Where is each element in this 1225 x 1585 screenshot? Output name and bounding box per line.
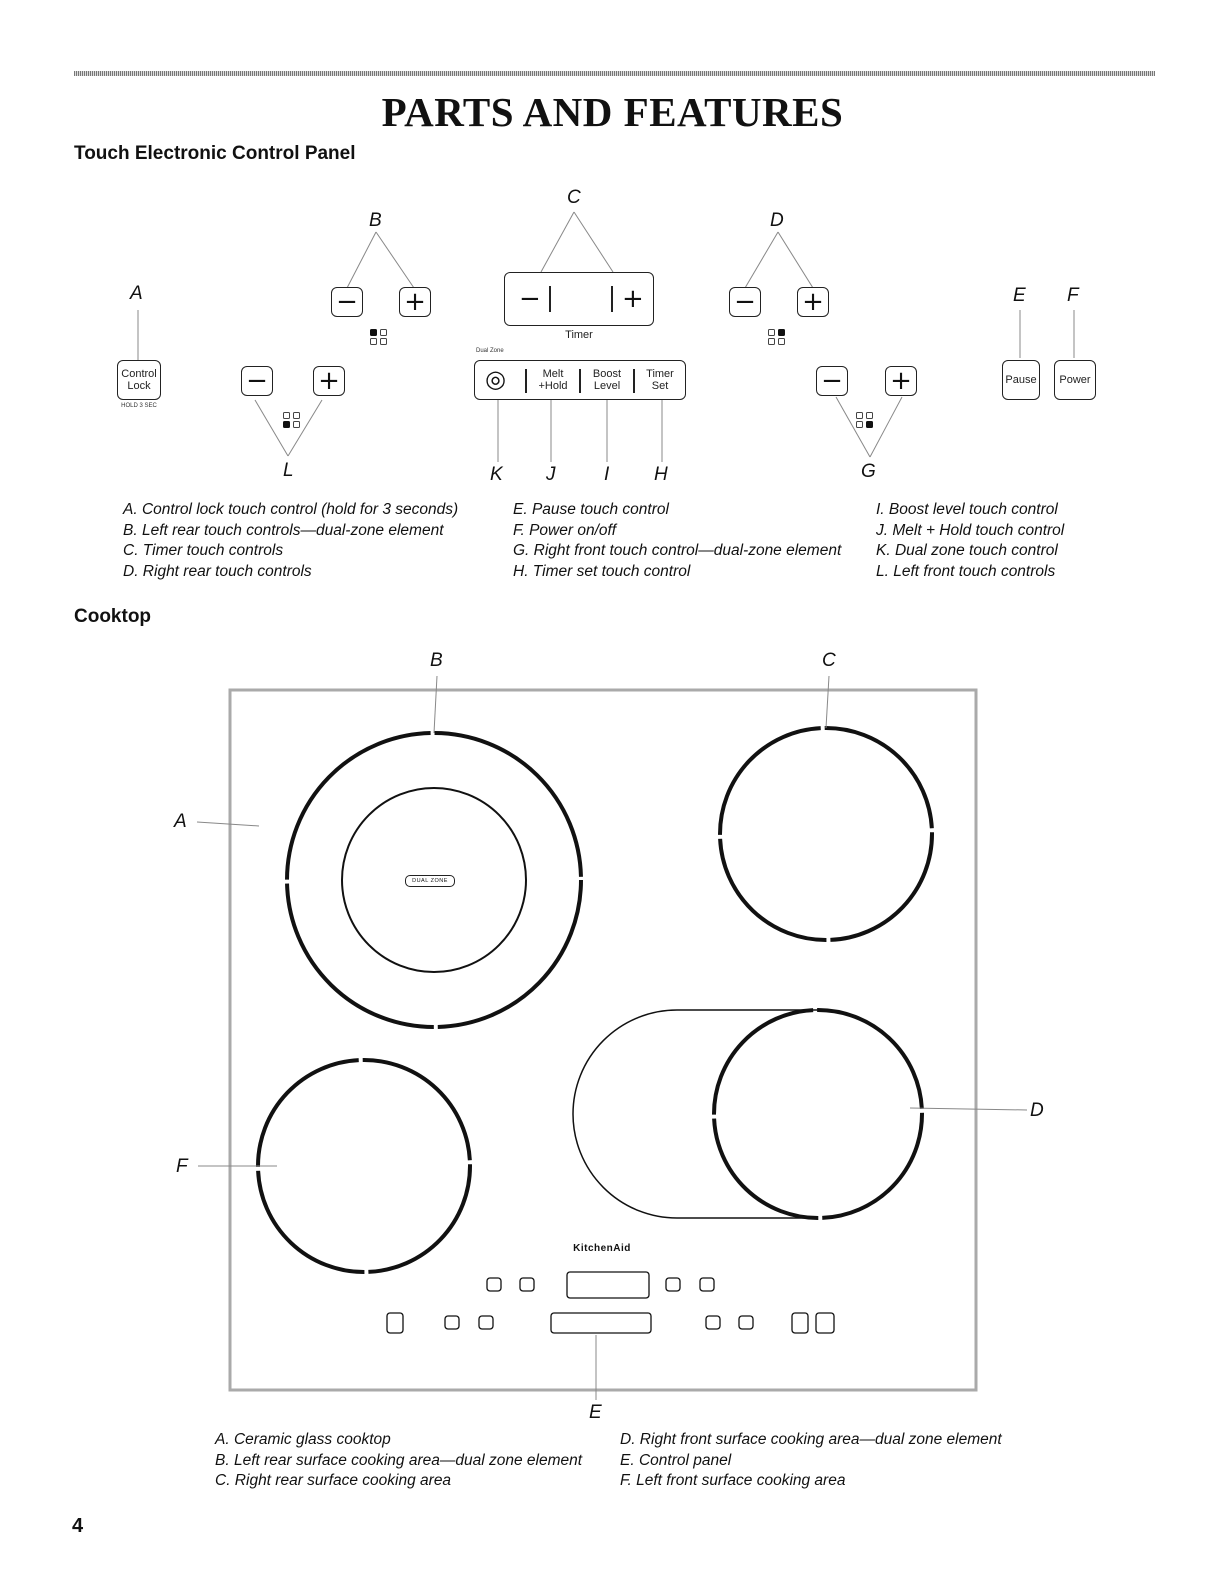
callout-i: I — [604, 464, 610, 485]
timer-minus-button[interactable]: − — [519, 284, 541, 314]
cooktop-callout-f: F — [176, 1156, 188, 1177]
control-panel-legend-col3: I. Boost level touch control J. Melt + H… — [876, 501, 1065, 580]
cooktop-callout-c: C — [822, 650, 836, 671]
cooktop-callout-b: B — [430, 650, 443, 671]
callout-b: B — [369, 210, 382, 231]
right-front-bridge — [572, 1009, 818, 1219]
callout-d: D — [770, 210, 784, 231]
cooktop-glass — [228, 688, 978, 1392]
timer-plus-button[interactable]: + — [622, 284, 644, 314]
cooktop-mini-control-panel — [386, 1271, 835, 1334]
left-rear-zone-indicator — [370, 329, 388, 345]
callout-l: L — [283, 460, 294, 481]
left-rear-plus-button[interactable]: + — [399, 287, 431, 317]
dual-zone-label: Dual Zone — [476, 348, 504, 354]
cooktop-legend-col2: D. Right front surface cooking area—dual… — [620, 1431, 1002, 1489]
page-title: PARTS AND FEATURES — [381, 89, 844, 135]
boost-level-button[interactable]: Boost Level — [592, 368, 622, 392]
dual-zone-button[interactable]: ◎ — [485, 365, 506, 393]
hold-note: HOLD 3 SEC — [121, 403, 157, 409]
callout-a: A — [130, 283, 143, 304]
callout-k: K — [490, 464, 503, 485]
right-front-minus-button[interactable]: − — [816, 366, 848, 396]
timer-set-button[interactable]: Timer Set — [646, 368, 674, 392]
brand-logo: KitchenAid — [573, 1243, 631, 1254]
control-panel-legend-col2: E. Pause touch control F. Power on/off G… — [513, 501, 842, 580]
cooktop-legend-col1: A. Ceramic glass cooktop B. Left rear su… — [215, 1431, 583, 1489]
cooktop-callout-a: A — [174, 811, 187, 832]
timer-divider-right — [611, 286, 613, 312]
control-lock-label: Control Lock — [121, 368, 157, 392]
callout-g: G — [861, 461, 876, 482]
function-panel: ◎ Melt +Hold Boost Level Timer Set — [474, 360, 686, 400]
cooktop-heading: Cooktop — [74, 606, 152, 627]
right-front-zone-indicator — [856, 412, 874, 428]
dual-zone-badge: DUAL ZONE — [405, 875, 455, 887]
timer-divider-left — [549, 286, 551, 312]
callout-h: H — [654, 464, 668, 485]
left-front-plus-button[interactable]: + — [313, 366, 345, 396]
power-button[interactable]: Power — [1054, 360, 1096, 400]
callout-c: C — [567, 187, 581, 208]
timer-control: − + — [504, 272, 654, 326]
timer-label: Timer — [565, 329, 593, 341]
callout-f: F — [1067, 285, 1079, 306]
pause-button[interactable]: Pause — [1002, 360, 1040, 400]
left-rear-minus-button[interactable]: − — [331, 287, 363, 317]
left-front-minus-button[interactable]: − — [241, 366, 273, 396]
callout-e: E — [1013, 285, 1026, 306]
left-front-element — [256, 1058, 472, 1274]
page-number: 4 — [72, 1515, 84, 1537]
cooktop-callout-e: E — [589, 1402, 602, 1423]
callout-j: J — [546, 464, 556, 485]
control-panel-heading: Touch Electronic Control Panel — [74, 143, 356, 164]
left-rear-element — [285, 731, 583, 1029]
right-front-plus-button[interactable]: + — [885, 366, 917, 396]
right-rear-minus-button[interactable]: − — [729, 287, 761, 317]
right-rear-plus-button[interactable]: + — [797, 287, 829, 317]
right-rear-element — [718, 726, 934, 942]
top-rule — [74, 71, 1155, 76]
right-rear-zone-indicator — [768, 329, 786, 345]
cooktop-callout-d: D — [1030, 1100, 1044, 1121]
melt-hold-button[interactable]: Melt +Hold — [538, 368, 568, 392]
control-panel-legend-col1: A. Control lock touch control (hold for … — [123, 501, 459, 580]
control-lock-button[interactable]: Control Lock — [117, 360, 161, 400]
left-front-zone-indicator — [283, 412, 301, 428]
right-front-element — [712, 1008, 924, 1220]
